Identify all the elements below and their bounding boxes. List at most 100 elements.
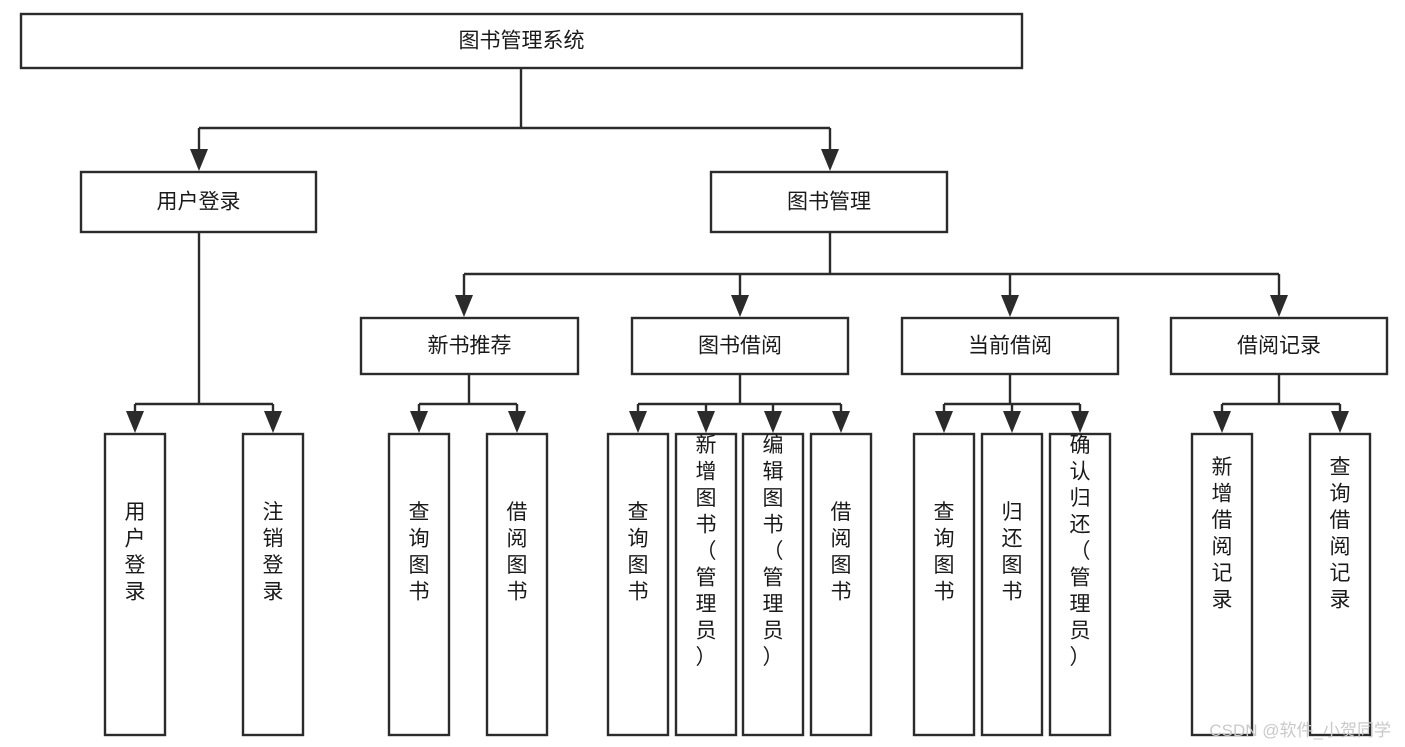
connector-bb-to-add-head: [697, 411, 715, 433]
node-leaf-add-book-admin[interactable]: 新增图书（管理员）: [674, 432, 738, 737]
node-borrowing-record-label: 借阅记录: [1237, 335, 1321, 358]
node-leaf-user-login[interactable]: 用户登录: [103, 432, 167, 737]
node-leaf-add-borrow-record-box[interactable]: [1190, 432, 1254, 737]
node-leaf-query-book-recommend-box[interactable]: [387, 432, 451, 737]
connector-cb-to-query: [935, 404, 953, 433]
node-leaf-query-book-current[interactable]: 查询图书: [912, 432, 976, 737]
connector-root-to-user-login-head: [190, 149, 208, 171]
node-leaf-edit-book-admin[interactable]: 编辑图书（管理员）: [741, 432, 805, 737]
node-borrowing-record-box[interactable]: [1169, 316, 1389, 376]
node-leaf-add-borrow-record[interactable]: 新增借阅记录: [1190, 432, 1254, 737]
node-leaf-query-book-borrow-box[interactable]: [606, 432, 670, 737]
node-leaf-confirm-return-admin-box[interactable]: [1048, 432, 1112, 737]
node-user-login-box[interactable]: [79, 170, 318, 234]
node-leaf-query-book-recommend-label: 查询图书: [409, 501, 430, 604]
node-leaf-add-book-admin-box[interactable]: [674, 432, 738, 737]
node-current-borrowing-label: 当前借阅: [968, 335, 1052, 358]
connector-bm-to-new-book: [455, 274, 473, 317]
connector-br-to-add-head: [1213, 411, 1231, 433]
node-leaf-logout[interactable]: 注销登录: [241, 432, 305, 737]
connector-nb-to-query: [410, 404, 428, 433]
watermark-label: CSDN @软件_小贺同学: [1209, 721, 1391, 740]
node-leaf-query-book-borrow[interactable]: 查询图书: [606, 432, 670, 737]
connector-layer: [126, 68, 1349, 433]
connector-bb-to-edit: [764, 404, 782, 433]
node-leaf-confirm-return-admin[interactable]: 确认归还（管理员）: [1048, 432, 1112, 737]
connector-ul-to-leaf-logout: [264, 404, 282, 433]
node-book-management-label: 图书管理: [787, 191, 871, 214]
node-leaf-borrow-book-borrow-label: 借阅图书: [831, 501, 852, 604]
node-leaf-query-book-recommend[interactable]: 查询图书: [387, 432, 451, 737]
connector-bb-to-add: [697, 404, 715, 433]
node-leaf-edit-book-admin-label: 编辑图书（管理员）: [763, 434, 784, 669]
node-leaf-borrow-book-borrow[interactable]: 借阅图书: [809, 432, 873, 737]
node-current-borrowing-box[interactable]: [900, 316, 1120, 376]
connector-cb-to-confirm: [1071, 404, 1089, 433]
node-leaf-query-book-current-box[interactable]: [912, 432, 976, 737]
node-book-borrowing-label: 图书借阅: [698, 335, 782, 358]
node-leaf-query-borrow-record-label: 查询借阅记录: [1330, 456, 1351, 612]
connector-cb-to-return-head: [1003, 411, 1021, 433]
connector-bb-to-borrow: [832, 404, 850, 433]
node-leaf-query-borrow-record[interactable]: 查询借阅记录: [1308, 432, 1372, 737]
connector-ul-to-leaf-login: [126, 404, 144, 433]
node-book-borrowing-box[interactable]: [630, 316, 850, 376]
node-user-login[interactable]: 用户登录: [79, 170, 318, 234]
node-new-book-recommendation-label: 新书推荐: [428, 335, 512, 358]
node-user-login-label: 用户登录: [157, 191, 241, 214]
node-leaf-query-book-current-label: 查询图书: [934, 501, 955, 604]
connector-ul-to-leaf-logout-head: [264, 411, 282, 433]
connector-br-to-query-head: [1331, 411, 1349, 433]
node-leaf-query-borrow-record-box[interactable]: [1308, 432, 1372, 737]
node-book-management[interactable]: 图书管理: [709, 170, 949, 234]
connector-bb-to-query-head: [629, 411, 647, 433]
connector-root-to-user-login: [190, 128, 208, 171]
node-leaf-borrow-book-recommend[interactable]: 借阅图书: [485, 432, 549, 737]
node-leaf-borrow-book-borrow-box[interactable]: [809, 432, 873, 737]
connector-bb-to-edit-head: [764, 411, 782, 433]
connector-root-to-book-management-head: [821, 149, 839, 171]
node-leaf-query-book-borrow-label: 查询图书: [628, 501, 649, 604]
connector-bb-to-borrow-head: [832, 411, 850, 433]
connector-bb-to-query: [629, 404, 647, 433]
node-library-management-system[interactable]: 图书管理系统: [19, 12, 1024, 70]
connector-br-to-add: [1213, 404, 1231, 433]
connector-bm-to-record-head: [1270, 295, 1288, 317]
connector-ul-to-leaf-login-head: [126, 411, 144, 433]
connector-bm-to-book-borrow: [731, 274, 749, 317]
node-leaf-return-book[interactable]: 归还图书: [980, 432, 1044, 737]
node-leaf-edit-book-admin-box[interactable]: [741, 432, 805, 737]
node-leaf-user-login-label: 用户登录: [125, 501, 146, 604]
node-library-management-system-box[interactable]: [19, 12, 1024, 70]
node-leaf-borrow-book-recommend-label: 借阅图书: [507, 501, 528, 604]
connector-cb-to-query-head: [935, 411, 953, 433]
connector-bm-to-current-head: [1001, 295, 1019, 317]
node-new-book-recommendation[interactable]: 新书推荐: [359, 316, 580, 376]
node-leaf-logout-label: 注销登录: [263, 501, 284, 604]
node-leaf-return-book-label: 归还图书: [1002, 501, 1023, 604]
node-book-management-box[interactable]: [709, 170, 949, 234]
connector-root-to-book-management: [821, 128, 839, 171]
node-new-book-recommendation-box[interactable]: [359, 316, 580, 376]
node-library-management-system-label: 图书管理系统: [459, 30, 585, 53]
node-leaf-add-book-admin-label: 新增图书（管理员）: [696, 434, 717, 669]
node-leaf-logout-box[interactable]: [241, 432, 305, 737]
connector-nb-to-borrow-head: [508, 411, 526, 433]
node-book-borrowing[interactable]: 图书借阅: [630, 316, 850, 376]
node-leaf-return-book-box[interactable]: [980, 432, 1044, 737]
node-leaf-borrow-book-recommend-box[interactable]: [485, 432, 549, 737]
node-layer: 图书管理系统用户登录图书管理新书推荐图书借阅当前借阅借阅记录用户登录注销登录查询…: [19, 12, 1389, 737]
node-leaf-confirm-return-admin-label: 确认归还（管理员）: [1070, 434, 1091, 669]
connector-bm-to-new-book-head: [455, 295, 473, 317]
node-borrowing-record[interactable]: 借阅记录: [1169, 316, 1389, 376]
connector-cb-to-return: [1003, 404, 1021, 433]
node-leaf-add-borrow-record-label: 新增借阅记录: [1212, 456, 1233, 612]
connector-nb-to-query-head: [410, 411, 428, 433]
node-leaf-user-login-box[interactable]: [103, 432, 167, 737]
node-current-borrowing[interactable]: 当前借阅: [900, 316, 1120, 376]
connector-bm-to-record: [1270, 274, 1288, 317]
connector-br-to-query: [1331, 404, 1349, 433]
connector-bm-to-current: [1001, 274, 1019, 317]
connector-bm-to-book-borrow-head: [731, 295, 749, 317]
